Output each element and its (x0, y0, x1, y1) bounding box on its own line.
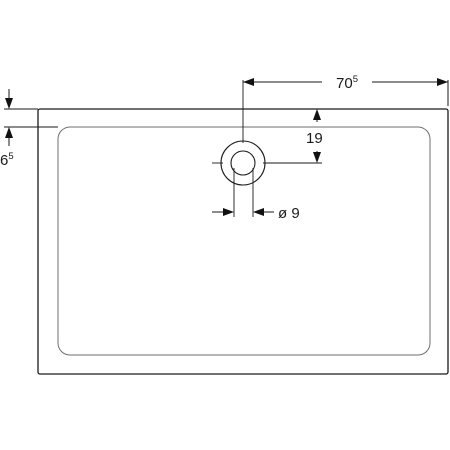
drain-icon (212, 80, 322, 217)
tray-inner-basin (57, 126, 431, 356)
rim-height-label: 65 (0, 151, 14, 169)
drain-offset-dimension: 19 (306, 109, 323, 163)
drain-diameter-label: ø 9 (278, 205, 300, 222)
width-label: 705 (336, 74, 358, 92)
rim-height-dimension: 65 (0, 89, 58, 169)
width-dimension: 705 (243, 74, 449, 106)
drain-diameter-dimension: ø 9 (212, 205, 300, 222)
drain-offset-label: 19 (306, 130, 323, 147)
